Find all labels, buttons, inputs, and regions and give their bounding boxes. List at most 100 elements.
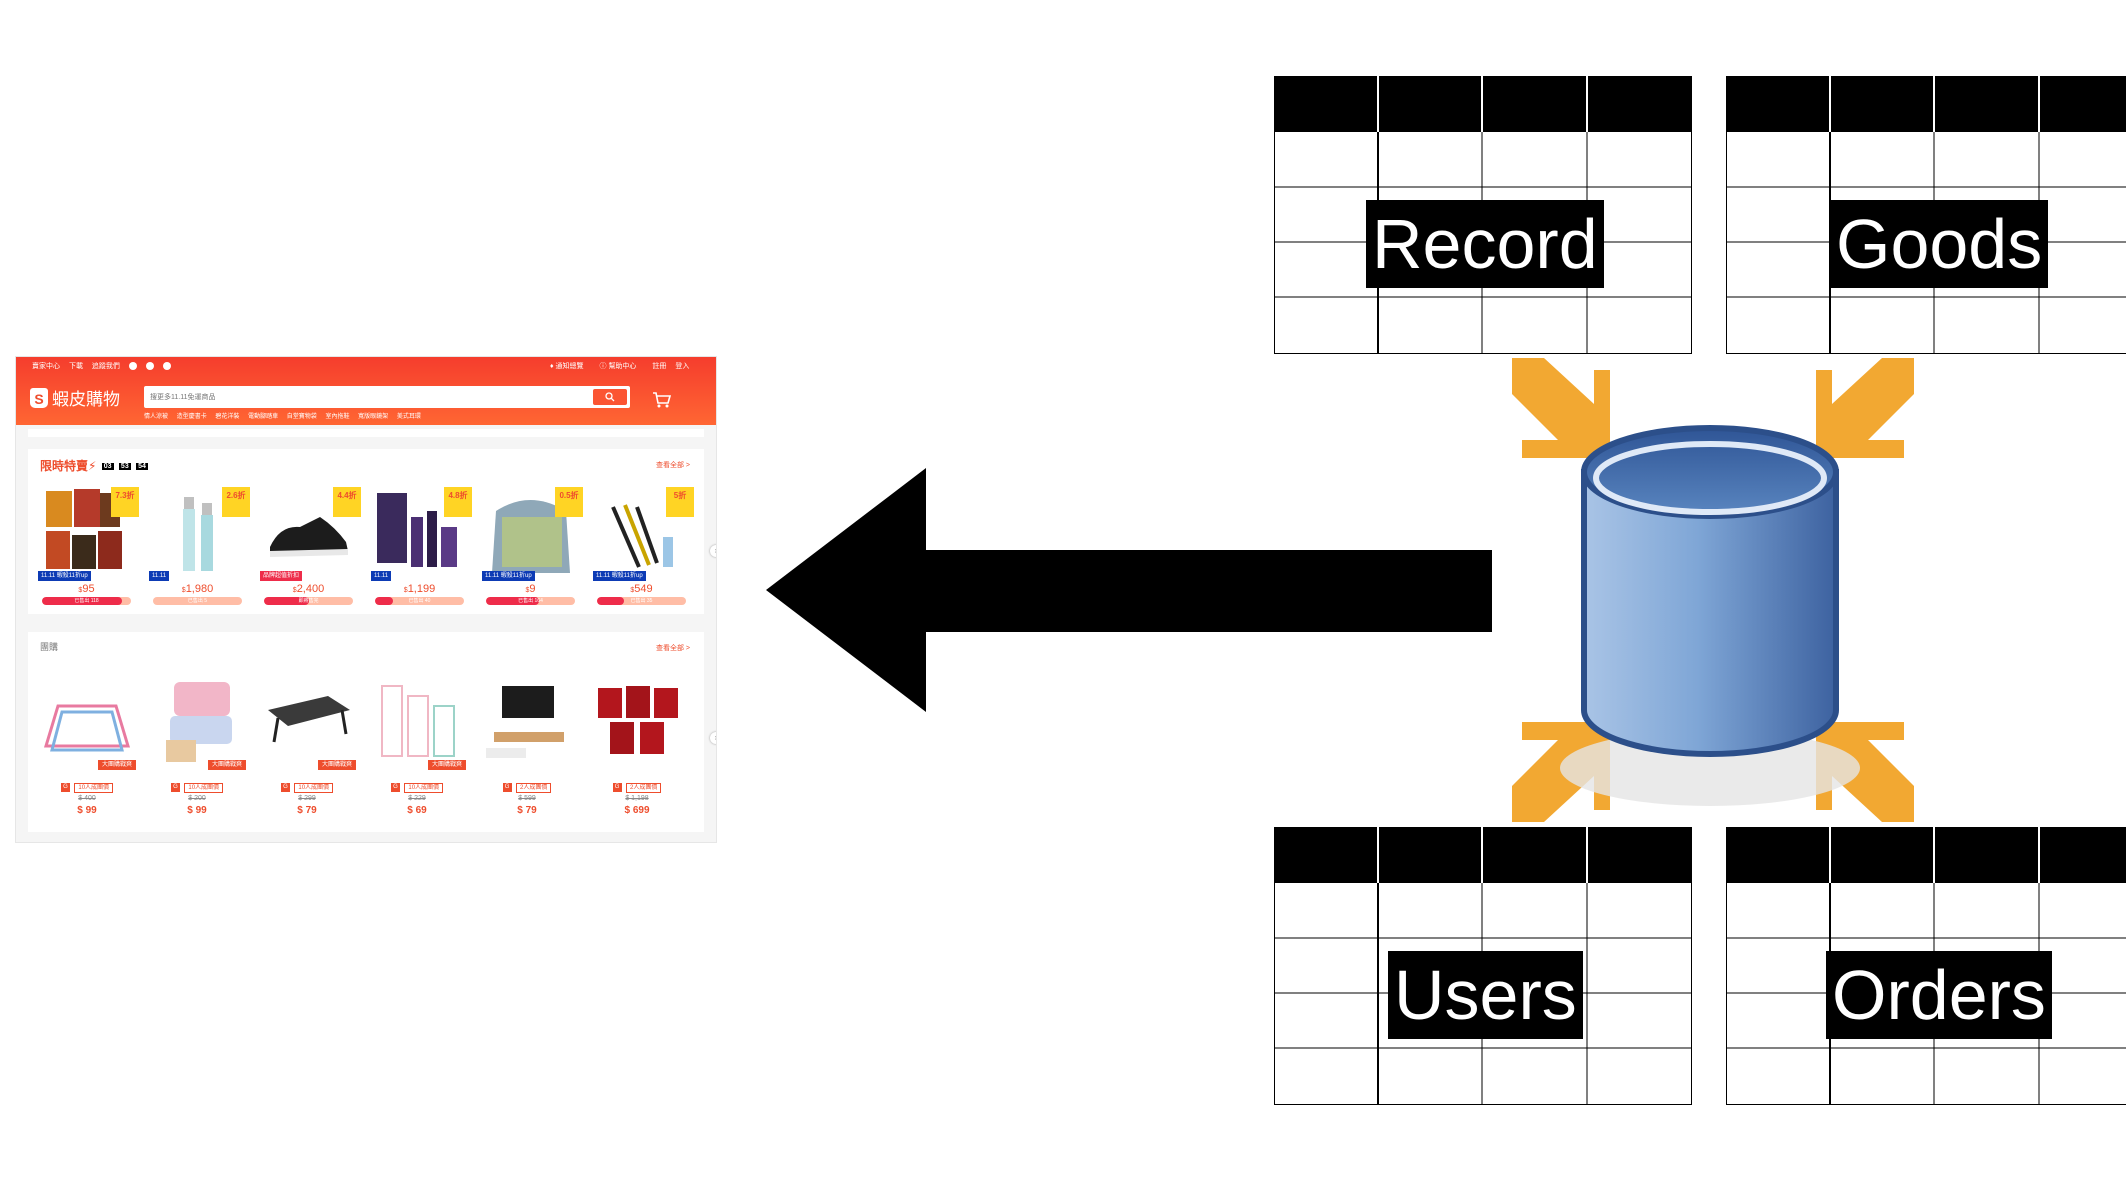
discount-badge: 5折 xyxy=(666,487,694,517)
group-price: $ 79 xyxy=(517,805,537,816)
original-price: $ 599 xyxy=(518,795,536,802)
group-buy-item[interactable]: 大團購戰爽 G 10人成團價 $ 400 $ 99 xyxy=(32,676,142,826)
download-link[interactable]: 下載 xyxy=(68,363,83,370)
item-price: $1,980 xyxy=(181,583,214,595)
users-table: Users xyxy=(1274,827,1692,1105)
flash-sale-item[interactable]: 5折 11.11 蝦殺11折up $549 已售出 35 xyxy=(589,487,694,609)
timer-hours: 03 xyxy=(101,463,114,471)
sold-progress-bar: 即將售完 xyxy=(264,597,353,605)
group-price: $ 699 xyxy=(624,805,650,816)
search-icon xyxy=(605,392,615,402)
group-buy-item[interactable]: 大團購戰爽 G 10人成團價 $ 299 $ 79 xyxy=(252,676,362,826)
group-buy-see-all[interactable]: 查看全部 > xyxy=(655,645,690,652)
cart-icon[interactable] xyxy=(652,391,672,409)
serum-bottles-icon xyxy=(183,497,213,571)
instagram-icon[interactable] xyxy=(145,362,154,371)
shopee-homepage-screenshot: 賣家中心 下載 追蹤我們 ♦ 通知總覽 ⓘ 幫助中心 註冊 登入 S 蝦皮購物 xyxy=(16,357,716,842)
table-name: Goods xyxy=(1830,200,2049,288)
original-price: $ 200 xyxy=(188,795,206,802)
seller-center-link[interactable]: 賣家中心 xyxy=(32,363,60,370)
discount-badge: 4.8折 xyxy=(444,487,472,517)
flash-sale-title: 限時特賣⚡ 03 53 54 xyxy=(40,459,148,473)
register-link[interactable]: 註冊 xyxy=(652,363,667,370)
monitor-stand-icon xyxy=(486,686,564,758)
feed-arrow-top-left xyxy=(1512,358,1610,458)
line-icon[interactable] xyxy=(162,362,171,371)
feed-arrow-top-right xyxy=(1816,358,1914,458)
table-name: Users xyxy=(1388,951,1583,1039)
shelf-rack-icon xyxy=(381,685,455,757)
sold-progress-bar: 已售出 5 xyxy=(153,597,242,605)
search-hint[interactable]: 寬版眼鏡架 xyxy=(358,414,389,420)
search-hint[interactable]: 電動腳踏車 xyxy=(248,414,279,420)
promo-tag: 11.11 蝦殺11折up xyxy=(593,571,646,581)
search-hint[interactable]: 美式耳環 xyxy=(396,414,421,420)
flash-sale-item[interactable]: 7.3折 11.11 蝦殺11折up $95 已售出 118 xyxy=(34,487,139,609)
promo-tag: 11.11 蝦殺11折up xyxy=(38,571,91,581)
group-buy-label: 大團購戰爽 xyxy=(317,760,356,770)
notifications-link[interactable]: ♦ 通知總覽 xyxy=(550,363,584,370)
towels-icon xyxy=(166,682,232,762)
shopping-bag-icon: S xyxy=(30,387,48,408)
search-button[interactable] xyxy=(593,389,627,405)
table-grid-icon xyxy=(1726,76,2126,354)
group-buy-label: 大團購戰爽 xyxy=(427,760,466,770)
group-buy-next-button[interactable]: › xyxy=(710,732,716,744)
search-hint[interactable]: 情人涼被 xyxy=(144,414,169,420)
eyeliner-pens-icon xyxy=(611,504,673,568)
search-hint[interactable]: 造型慶書卡 xyxy=(176,414,207,420)
promo-tag: 11.11 xyxy=(371,571,392,581)
group-price: $ 99 xyxy=(187,805,207,816)
promo-tag: 11.11 xyxy=(149,571,170,581)
group-buy-item[interactable]: G 2人成團價 $ 599 $ 79 xyxy=(472,676,582,826)
group-buy-item[interactable]: 大團購戰爽 G 10人成團價 $ 229 $ 69 xyxy=(362,676,472,826)
item-price: $1,199 xyxy=(403,583,436,595)
sold-progress-bar: 已售出 164 xyxy=(486,597,575,605)
group-price: $ 79 xyxy=(297,805,317,816)
group-price-tag: G 2人成團價 xyxy=(472,779,582,797)
group-price-tag: G 2人成團價 xyxy=(582,779,692,797)
logo-text: 蝦皮購物 xyxy=(52,390,120,409)
discount-badge: 7.3折 xyxy=(111,487,139,517)
group-price-tag: G 10人成團價 xyxy=(252,779,362,797)
cream-jars-icon xyxy=(598,686,678,754)
laptop-table-icon xyxy=(268,696,350,743)
search-input[interactable] xyxy=(150,390,570,404)
search-hint[interactable]: 碧花洋裝 xyxy=(215,414,240,420)
table-grid-icon xyxy=(1274,827,1692,1105)
search-hint[interactable]: 自堂寶物袋 xyxy=(286,414,317,420)
promo-tag: 11.11 蝦殺11折up xyxy=(482,571,535,581)
flash-sale-item[interactable]: 4.4折 品牌超值折扣 $2,400 即將售完 xyxy=(256,487,361,609)
search-bar xyxy=(144,386,630,408)
group-price-tag: G 10人成團價 xyxy=(142,779,252,797)
top-nav-right: ♦ 通知總覽 ⓘ 幫助中心 註冊 登入 xyxy=(550,361,696,371)
top-nav-left: 賣家中心 下載 追蹤我們 xyxy=(32,361,178,371)
group-buy-panel: 團購 查看全部 > 大團購戰爽 G 10人成團價 $ 400 $ 99 大團購戰… xyxy=(28,632,716,832)
group-buy-title: 團購 xyxy=(40,642,59,652)
help-center-link[interactable]: ⓘ 幫助中心 xyxy=(599,363,637,370)
flash-sale-item[interactable]: 2.6折 11.11 $1,980 已售出 5 xyxy=(145,487,250,609)
search-hint[interactable]: 室內拖鞋 xyxy=(325,414,350,420)
facebook-icon[interactable] xyxy=(128,362,137,371)
data-flow-arrow xyxy=(766,468,1492,712)
login-link[interactable]: 登入 xyxy=(675,363,690,370)
orders-table: Orders xyxy=(1726,827,2126,1105)
group-buy-item[interactable]: G 2人成團價 $ 1,198 $ 699 xyxy=(582,676,692,826)
discount-badge: 2.6折 xyxy=(222,487,250,517)
record-table: Record xyxy=(1274,76,1692,354)
original-price: $ 400 xyxy=(78,795,96,802)
promo-tag: 品牌超值折扣 xyxy=(260,571,303,581)
sneaker-icon xyxy=(270,517,348,557)
hangers-icon xyxy=(43,704,131,752)
flash-sale-panel: 限時特賣⚡ 03 53 54 查看全部 > 7.3折 11.11 蝦殺11折up… xyxy=(28,449,716,614)
flash-sale-item[interactable]: 0.5折 11.11 蝦殺11折up $9 已售出 164 xyxy=(478,487,583,609)
goods-table: Goods xyxy=(1726,76,2126,354)
item-price: $9 xyxy=(525,583,536,595)
table-name: Orders xyxy=(1826,951,2052,1039)
flash-sale-item[interactable]: 4.8折 11.11 $1,199 已售出 40 xyxy=(367,487,472,609)
shopee-logo[interactable]: S 蝦皮購物 xyxy=(30,385,120,410)
flash-sale-see-all[interactable]: 查看全部 > xyxy=(655,462,690,469)
group-buy-item[interactable]: 大團購戰爽 G 10人成團價 $ 200 $ 99 xyxy=(142,676,252,826)
flash-sale-next-button[interactable]: › xyxy=(710,545,716,557)
discount-badge: 0.5折 xyxy=(555,487,583,517)
